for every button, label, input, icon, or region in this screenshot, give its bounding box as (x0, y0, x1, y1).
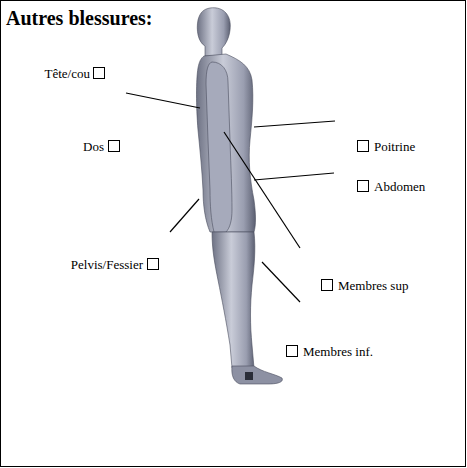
body-part-label: Poitrine (374, 139, 415, 155)
body-part-label: Membres sup (338, 278, 408, 294)
body-part-label: Membres inf. (303, 344, 373, 360)
checkbox (94, 68, 369, 357)
body-part-label: Abdomen (374, 179, 425, 195)
body-part-label: Tête/cou (45, 66, 90, 82)
body-part-label: Pelvis/Fessier (71, 257, 143, 273)
body-part-label: Dos (83, 139, 104, 155)
leader-line (126, 93, 335, 302)
form-title: Autres blessures: (6, 6, 152, 30)
